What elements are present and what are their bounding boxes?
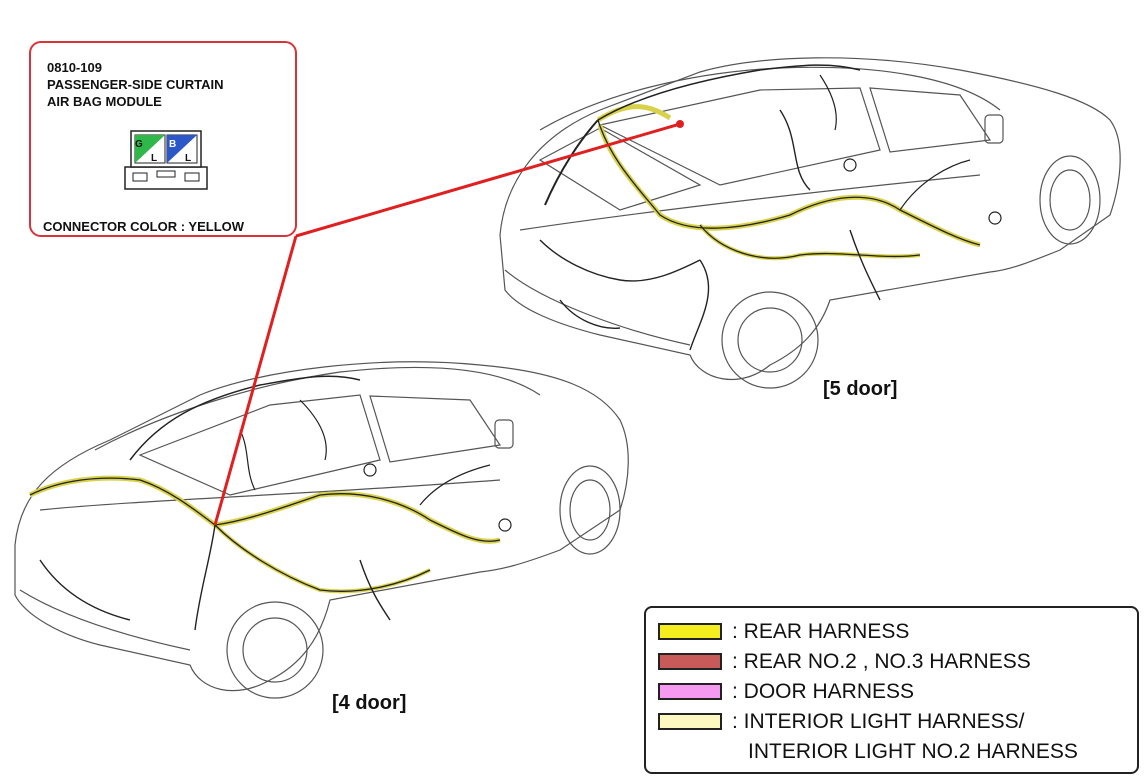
five-door-label: [5 door] — [823, 378, 898, 400]
connector-title-line1: PASSENGER-SIDE CURTAIN — [47, 77, 224, 92]
connector-title: PASSENGER-SIDE CURTAIN AIR BAG MODULE — [47, 76, 287, 110]
connector-title-line2: AIR BAG MODULE — [47, 94, 162, 109]
connector-color-text: CONNECTOR COLOR : YELLOW — [43, 219, 245, 234]
legend-text-door: : DOOR HARNESS — [732, 680, 915, 703]
connector-code: 0810-109 — [47, 60, 102, 75]
legend-swatch-interior-light — [658, 713, 722, 730]
harness-legend: : REAR HARNESS : REAR NO.2 , NO.3 HARNES… — [644, 606, 1139, 774]
pin-1-top-letter: G — [135, 139, 143, 150]
four-door-car — [14, 361, 629, 699]
five-door-harness — [539, 64, 1002, 351]
four-door-harness — [28, 375, 512, 631]
pin-2: B L — [169, 139, 197, 167]
legend-swatch-rear-no2-no3 — [658, 653, 722, 670]
pin-2-bottom-letter: L — [185, 153, 192, 164]
four-door-label: [4 door] — [332, 692, 407, 714]
legend-swatch-rear — [658, 623, 722, 640]
connector-icon — [124, 130, 208, 190]
five-door-car — [499, 57, 1121, 389]
pin-2-top-letter: B — [169, 139, 177, 150]
pin-1-bottom-letter: L — [151, 153, 158, 164]
legend-text-interior-light-no2: INTERIOR LIGHT NO.2 HARNESS — [748, 740, 1078, 763]
pin-1: G L — [135, 139, 163, 167]
connector-callout: 0810-109 PASSENGER-SIDE CURTAIN AIR BAG … — [29, 41, 297, 237]
leader-lines — [213, 120, 684, 526]
legend-swatch-door — [658, 683, 722, 700]
legend-text-rear: : REAR HARNESS — [732, 620, 910, 643]
legend-text-rear-no2-no3: : REAR NO.2 , NO.3 HARNESS — [732, 650, 1031, 673]
legend-text-interior-light: : INTERIOR LIGHT HARNESS/ — [732, 710, 1025, 733]
